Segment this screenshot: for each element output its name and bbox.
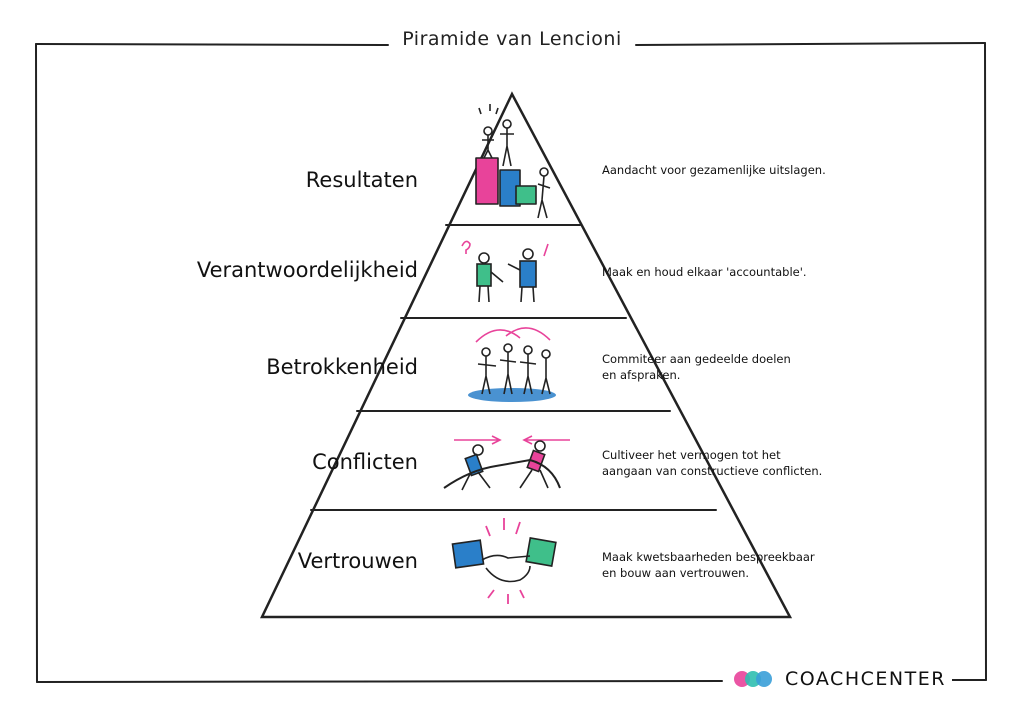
level-label-verantwoordelijkheid: Verantwoordelijkheid [196,258,418,282]
brand-name: COACHCENTER [785,668,946,690]
podium-icon [475,104,551,219]
frame-bottom-left [36,680,723,683]
level-desc-conflicten: Cultiveer het vermogen tot het aangaan v… [602,448,823,478]
level-desc-vertrouwen: Maak kwetsbaarheden bespreekbaar en bouw… [602,550,815,580]
brand-dots-icon [734,671,772,687]
tug-of-war-icon [443,435,570,491]
frame-left [35,43,38,683]
handshake-icon [451,518,557,604]
group-circle-icon [468,327,556,402]
frame-right [984,42,987,681]
level-label-vertrouwen: Vertrouwen [297,549,418,573]
brand-dot-blue [756,671,772,687]
level-label-betrokkenheid: Betrokkenheid [266,355,418,379]
level-label-resultaten: Resultaten [305,168,418,192]
discussion-icon [461,240,549,303]
brand-logo: COACHCENTER [728,664,952,694]
pyramid-outline [260,91,793,619]
frame-top-left [35,43,389,46]
level-desc-betrokkenheid: Commiteer aan gedeelde doelen en afsprak… [602,352,791,382]
level-label-conflicten: Conflicten [312,450,418,474]
level-desc-resultaten: Aandacht voor gezamenlijke uitslagen. [602,163,826,177]
frame-top-right [635,42,986,46]
page-title: Piramide van Lencioni [392,28,632,50]
level-desc-verantwoordelijkheid: Maak en houd elkaar 'accountable'. [602,265,807,279]
